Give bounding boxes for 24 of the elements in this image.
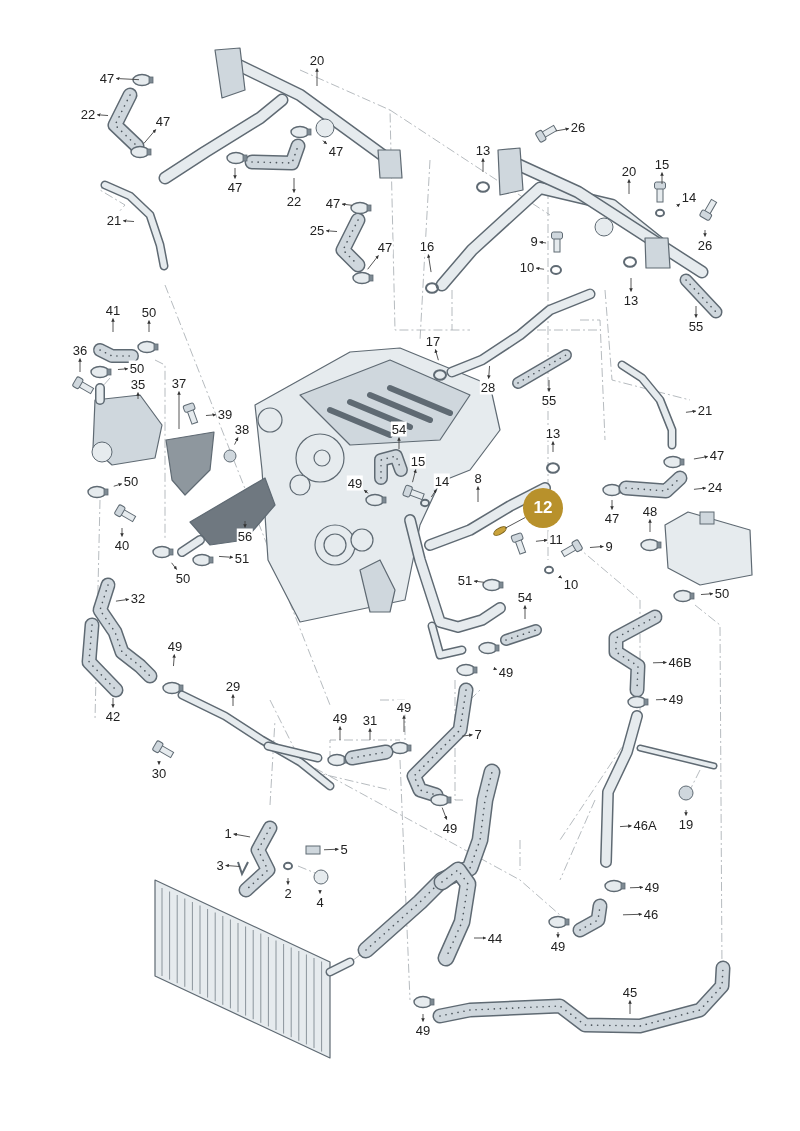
leader-line: [676, 203, 681, 208]
callout-number: 14: [433, 473, 451, 489]
callout-badge: 12: [523, 488, 563, 528]
callout-number: 55: [540, 392, 558, 408]
callout-number: 47: [376, 239, 394, 255]
leader-line: [322, 140, 328, 145]
leader-line: [558, 574, 563, 579]
callout-number: 28: [479, 379, 497, 395]
callout-number: 11: [548, 531, 564, 547]
callout-number: 56: [236, 528, 254, 544]
leader-line: [556, 931, 560, 938]
leader-line: [684, 809, 688, 816]
callout-number: 50: [128, 360, 146, 376]
callout-number: 15: [409, 453, 427, 469]
callout-number: 13: [544, 425, 562, 441]
leader-line: [318, 889, 322, 894]
callout-number: 16: [418, 238, 436, 254]
callout-number: 54: [390, 421, 408, 437]
callout-number: 49: [346, 475, 364, 491]
leader-line: [493, 666, 498, 671]
callout-number: 49: [395, 699, 413, 715]
leader-line: [157, 760, 161, 765]
leader-line: [363, 489, 369, 494]
leader-line: [504, 516, 526, 529]
